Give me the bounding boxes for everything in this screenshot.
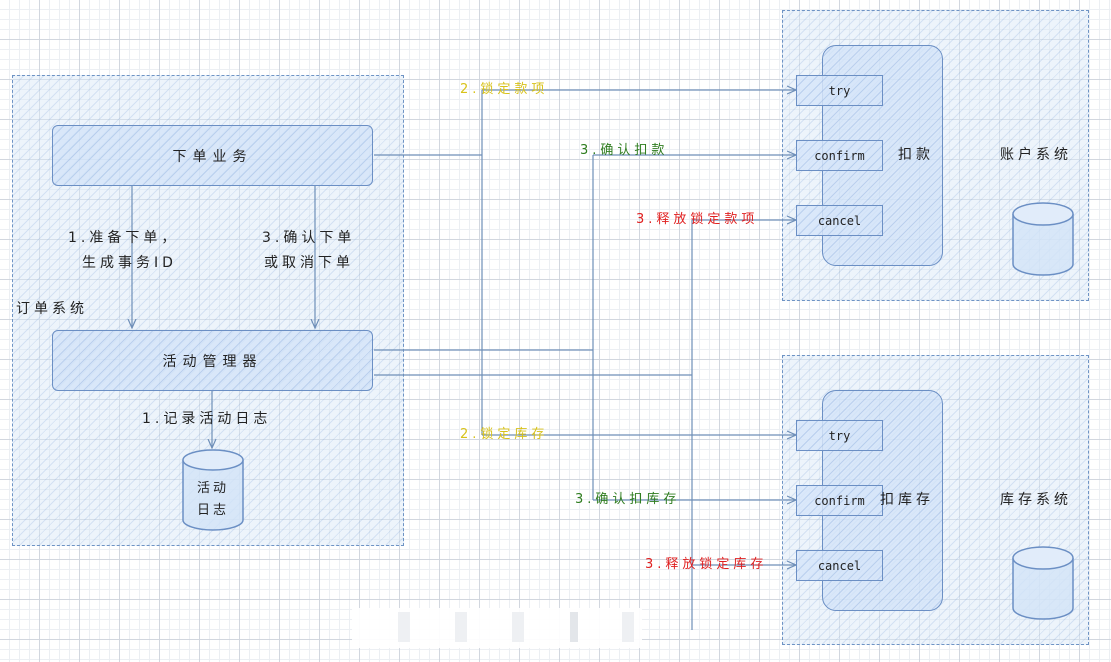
flow-release-inventory-label: 3.释放锁定库存 — [645, 557, 768, 572]
step-confirm-line1: 3.确认下单 — [262, 230, 356, 246]
step-confirm-line2: 或取消下单 — [264, 255, 354, 271]
activity-manager-box: 活动管理器 — [52, 330, 373, 391]
activity-manager-label: 活动管理器 — [162, 353, 263, 370]
account-confirm-box: confirm — [796, 140, 883, 171]
account-database — [1012, 202, 1074, 276]
flow-lock-funds-label: 2.锁定款项 — [460, 82, 549, 97]
faded-bar-4 — [570, 612, 578, 642]
order-business-box: 下单业务 — [52, 125, 373, 186]
step-log-label: 1.记录活动日志 — [142, 411, 272, 427]
inventory-cancel-box: cancel — [796, 550, 883, 581]
faded-bar-2 — [455, 612, 467, 642]
order-business-label: 下单业务 — [172, 148, 253, 165]
account-service-label: 扣款 — [898, 147, 934, 163]
inventory-database — [1012, 546, 1074, 620]
faded-area — [352, 608, 642, 648]
step-prepare-line1: 1.准备下单， — [68, 230, 180, 246]
flow-lock-inventory-label: 2.锁定库存 — [460, 427, 549, 442]
step-prepare-line2: 生成事务ID — [82, 255, 177, 271]
activity-log-db-label: 活动 日志 — [180, 478, 246, 522]
inventory-confirm-box: confirm — [796, 485, 883, 516]
inventory-system-label: 库存系统 — [1000, 492, 1072, 508]
faded-bar-1 — [398, 612, 410, 642]
flow-confirm-deduct-label: 3.确认扣款 — [580, 143, 669, 158]
faded-bar-3 — [512, 612, 524, 642]
inventory-try-box: try — [796, 420, 883, 451]
account-try-box: try — [796, 75, 883, 106]
account-cancel-box: cancel — [796, 205, 883, 236]
activity-log-db-line2: 日志 — [196, 503, 229, 518]
flow-confirm-inventory-label: 3.确认扣库存 — [575, 492, 681, 507]
order-system-label: 订单系统 — [16, 301, 88, 317]
activity-log-database — [182, 449, 244, 531]
faded-bar-5 — [622, 612, 634, 642]
flow-release-funds-label: 3.释放锁定款项 — [636, 212, 759, 227]
activity-log-db-line1: 活动 — [196, 481, 229, 496]
inventory-service-label: 扣库存 — [880, 492, 934, 508]
account-system-label: 账户系统 — [1000, 147, 1072, 163]
